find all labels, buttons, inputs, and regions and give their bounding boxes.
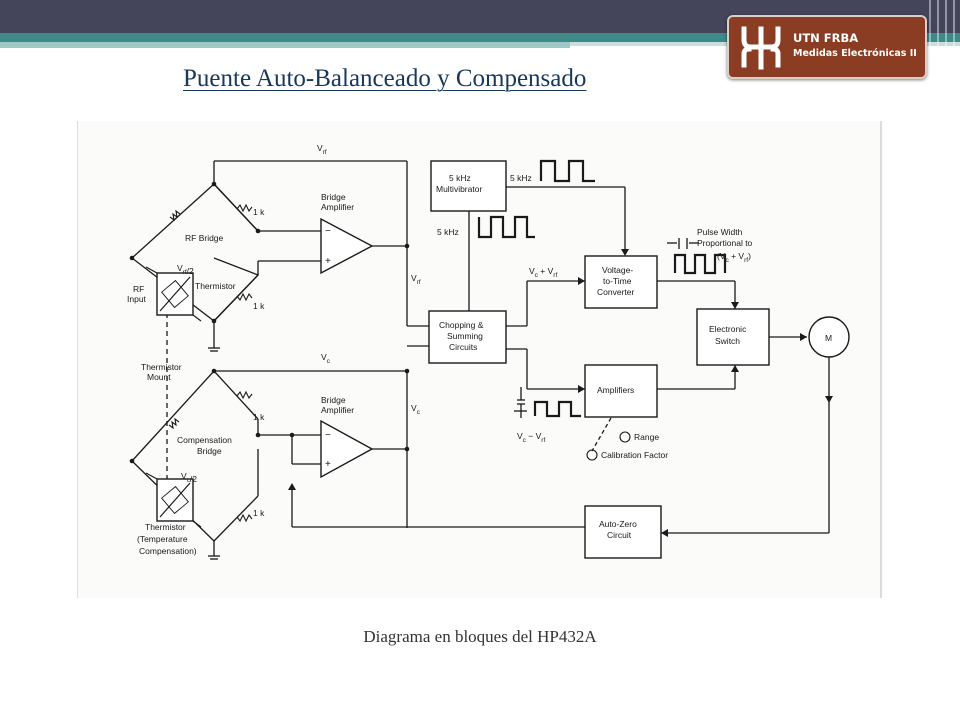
comp-bridge-label-1: Compensation [177,435,232,445]
rf-amp-label-2: Amplifier [321,202,354,212]
rf-thermistor-label: Thermistor [195,281,236,291]
chopping-label-3: Circuits [449,342,477,352]
resistors [168,203,253,523]
chopping-block [428,310,507,364]
multivibrator-label-2: Multivibrator [436,184,482,194]
chopped-wave-icon [533,400,581,418]
mount-label-2: Mount [147,372,171,382]
slide-title: Puente Auto-Balanceado y Compensado [183,65,587,92]
vrf-right-label: Vrf [411,273,421,286]
multivibrator-label-1: 5 kHz [449,173,471,183]
comp-resistor-bottom: 1 k [253,508,265,518]
svg-text:−: − [325,226,331,237]
header-corner-lines [929,0,955,56]
diagram-caption: Diagrama en bloques del HP432A [363,627,597,646]
range-label: Range [634,432,659,442]
vc-half-label: Vc/2 [181,471,197,484]
rf-resistor-top: 1 k [253,207,265,217]
junction-dots [129,181,410,464]
hp432a-block-diagram: − + − + Vrf RF Bridge 1 k 1 k Bridge Amp… [77,121,883,598]
vrf-half-label: Vrf/2 [177,263,194,276]
calibration-knob-icon[interactable] [586,449,598,461]
compensation-thermistor [145,472,202,528]
vtc-label-1: Voltage- [602,265,633,275]
comp-thermistor-label-3: Compensation) [139,546,197,556]
blocks [428,160,850,559]
svg-text:+: + [325,459,331,470]
autozero-label-2: Circuit [607,530,632,540]
rf-input-label-1: RF [133,284,144,294]
comp-amp-label-1: Bridge [321,395,346,405]
comp-resistor-top: 1 k [253,412,265,422]
logo-line-1: UTN FRBA [793,31,859,45]
vc-right-label: Vc [411,403,421,416]
pulse-width-label-1: Pulse Width [697,227,743,237]
amplifiers-block [584,364,658,418]
svg-text:+: + [325,256,331,267]
utn-logo-icon [741,26,781,70]
square-wave-icon [477,215,535,239]
chopping-label-1: Chopping & [439,320,484,330]
vtc-label-3: Converter [597,287,634,297]
comp-bridge-label-2: Bridge [197,446,222,456]
diff-signal-label: Vc − Vrf [517,431,545,444]
meter-icon [808,316,850,358]
rf-bridge-amplifier-icon [320,217,374,275]
switch-label-1: Electronic [709,324,747,334]
header-light-stripe [0,42,570,48]
amplifiers-label: Amplifiers [597,385,634,395]
vtc-label-2: to-Time [603,276,632,286]
waveforms [477,159,727,418]
square-wave-icon [539,159,595,183]
logo-line-2: Medidas Electrónicas II [793,48,917,59]
multivibrator-block [430,160,507,212]
vrf-top-label: Vrf [317,143,327,156]
comp-amp-label-2: Amplifier [321,405,354,415]
rf-input-label-2: Input [127,294,147,304]
vtc-block [584,255,658,309]
meter-label: M [825,333,832,343]
comp-bridge-amplifier-icon [320,419,374,479]
chopping-label-2: Summing [447,331,483,341]
vc-top-label: Vc [321,352,331,365]
sum-signal-label: Vc + Vrf [529,266,557,279]
rf-bridge-label: RF Bridge [185,233,224,243]
rf-amp-label-1: Bridge [321,192,346,202]
switch-label-2: Switch [715,336,740,346]
header-teal-stripe [0,33,960,42]
electronic-switch-block [696,308,770,366]
pulse-width-label-3: (Vc + Vrf) [717,251,751,264]
rf-resistor-bottom: 1 k [253,301,265,311]
multivibrator-down-label: 5 kHz [437,227,459,237]
autozero-label-1: Auto-Zero [599,519,637,529]
svg-text:−: − [325,430,331,441]
range-knob-icon[interactable] [619,431,631,443]
pulse-train-icon [673,253,727,275]
calibration-label: Calibration Factor [601,450,668,460]
pulse-width-label-2: Proportional to [697,238,753,248]
autozero-block [584,505,662,559]
comp-thermistor-label-1: Thermistor [145,522,186,532]
rf-thermistor [145,266,202,322]
mount-label-1: Thermistor [141,362,182,372]
multivibrator-out-label: 5 kHz [510,173,532,183]
utn-logo-badge: UTN FRBA Medidas Electrónicas II [727,15,927,79]
comp-thermistor-label-2: (Temperature [137,534,188,544]
